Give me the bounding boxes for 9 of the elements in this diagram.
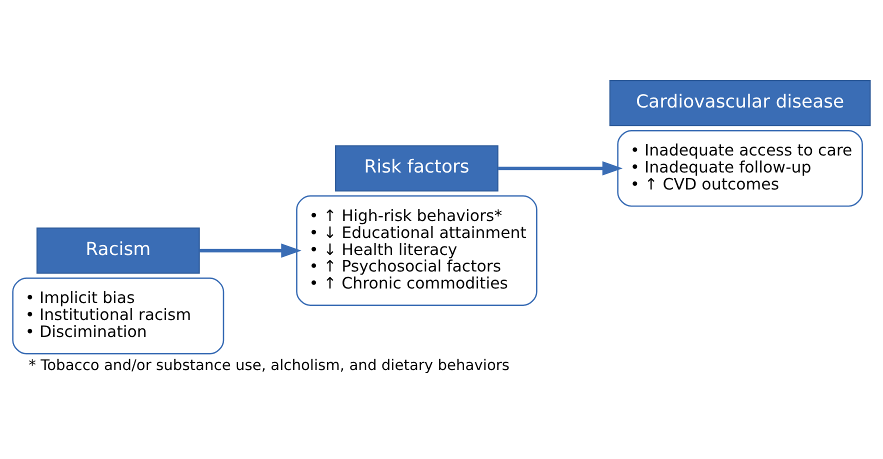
caption: * Tobacco and/or substance use, alcholism, and dietary behaviors xyxy=(28,356,510,374)
arrow xyxy=(498,161,623,176)
node-box: Cardiovascular disease xyxy=(609,80,871,126)
node-box: Racism xyxy=(36,228,200,274)
node-box: Risk factors xyxy=(335,145,498,192)
node-box: • Inadequate access to care • Inadequate follow-up • ↑ CVD outcomes xyxy=(617,130,863,207)
node-box: • Implicit bias • Institutional racism • Discimination xyxy=(12,278,224,354)
node-box: • ↑ High-risk behaviors* • ↓ Educational attainment • ↓ Health literacy • ↑ Psychosocial factors • ↑ Chronic commodities xyxy=(296,195,538,306)
arrow xyxy=(199,244,302,258)
